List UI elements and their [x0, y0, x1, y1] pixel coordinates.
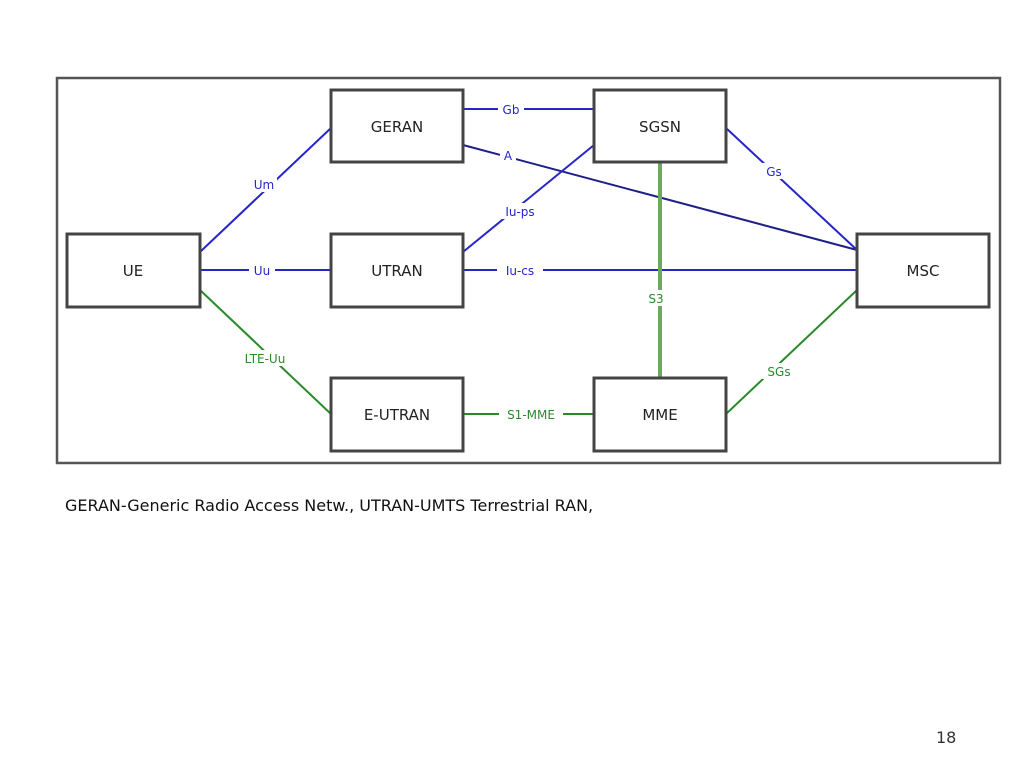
node-mme: MME: [592, 376, 728, 453]
node-utran: UTRAN: [329, 232, 465, 309]
svg-text:Gs: Gs: [766, 165, 782, 179]
svg-text:MME: MME: [642, 406, 677, 424]
svg-text:LTE-Uu: LTE-Uu: [245, 352, 286, 366]
edge-sgsn-msc: [725, 127, 858, 251]
node-eutran: E-UTRAN: [329, 376, 465, 453]
node-ue: UE: [65, 232, 202, 309]
svg-text:Uu: Uu: [254, 264, 270, 278]
svg-text:GERAN: GERAN: [371, 118, 423, 136]
edge-label-lte-uu: LTE-Uu: [236, 350, 294, 366]
svg-text:Um: Um: [254, 178, 274, 192]
svg-text:Iu-cs: Iu-cs: [506, 264, 534, 278]
edge-label-gs: Gs: [762, 163, 786, 179]
edge-label-iu-cs: Iu-cs: [497, 262, 543, 278]
edge-label-a: A: [500, 148, 516, 163]
node-geran: GERAN: [329, 88, 465, 164]
edge-label-sgs: SGs: [762, 363, 796, 379]
svg-text:MSC: MSC: [907, 262, 940, 280]
edge-label-um: Um: [251, 176, 277, 192]
svg-text:UE: UE: [123, 262, 143, 280]
node-msc: MSC: [855, 232, 991, 309]
svg-text:SGSN: SGSN: [639, 118, 681, 136]
edge-utran-sgsn: [462, 144, 595, 253]
edge-label-gb: Gb: [498, 102, 524, 117]
edge-label-s3: S3: [644, 290, 668, 306]
svg-text:S1-MME: S1-MME: [507, 408, 555, 422]
edge-label-s1-mme: S1-MME: [499, 406, 563, 422]
svg-text:S3: S3: [648, 292, 663, 306]
svg-text:SGs: SGs: [767, 365, 790, 379]
svg-text:Gb: Gb: [503, 103, 520, 117]
svg-text:Iu-ps: Iu-ps: [505, 205, 534, 219]
node-sgsn: SGSN: [592, 88, 728, 164]
edge-mme-msc: [725, 289, 858, 415]
edge-label-uu: Uu: [249, 262, 275, 278]
edge-label-iu-ps: Iu-ps: [497, 203, 543, 219]
page-number: 18: [936, 728, 957, 747]
svg-text:UTRAN: UTRAN: [371, 262, 422, 280]
svg-text:E-UTRAN: E-UTRAN: [364, 406, 430, 424]
svg-text:A: A: [504, 149, 513, 163]
caption-text: GERAN-Generic Radio Access Netw., UTRAN-…: [65, 496, 594, 515]
